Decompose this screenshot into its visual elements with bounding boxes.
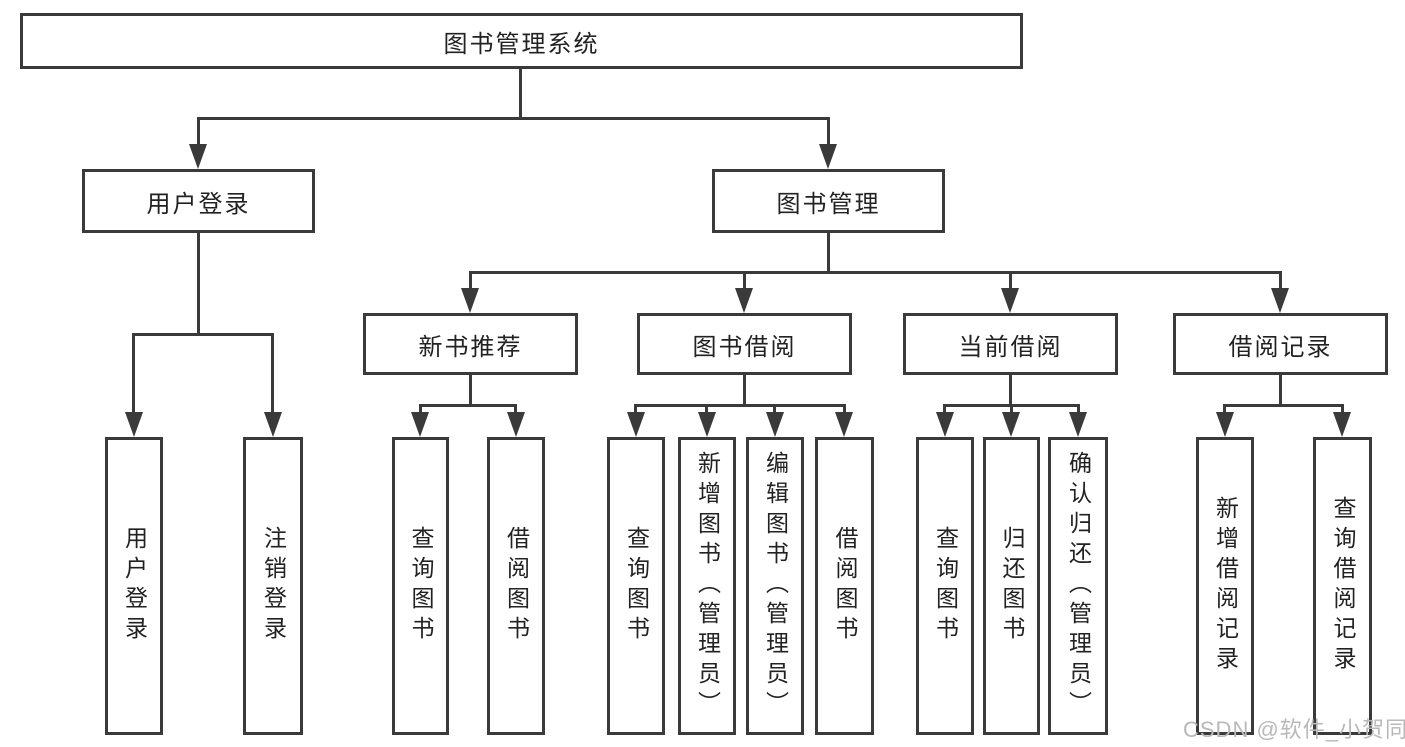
arrowhead-down-icon <box>125 412 143 437</box>
connector-line <box>1279 374 1282 407</box>
arrowhead-down-icon <box>1216 412 1234 437</box>
leaf-query-books-current: 查询图书 <box>916 437 974 735</box>
connector-line <box>773 404 776 414</box>
arrowhead-down-icon <box>461 288 479 313</box>
arrowhead-down-icon <box>936 412 954 437</box>
connector-line <box>419 404 422 414</box>
connector-line <box>1077 404 1080 414</box>
arrowhead-down-icon <box>1002 412 1020 437</box>
arrowhead-down-icon <box>698 412 716 437</box>
connector-line <box>469 271 1282 274</box>
connector-line <box>197 117 200 145</box>
connector-line <box>1341 404 1344 414</box>
node-new-book-recommend: 新书推荐 <box>363 313 578 375</box>
leaf-borrow-books: 借阅图书 <box>815 437 874 735</box>
arrowhead-down-icon <box>507 412 525 437</box>
connector-line <box>1223 404 1226 414</box>
connector-line <box>197 117 830 120</box>
connector-line <box>634 404 637 414</box>
node-book-management: 图书管理 <box>712 169 945 233</box>
connector-line <box>743 374 746 407</box>
arrowhead-down-icon <box>766 412 784 437</box>
node-book-borrow: 图书借阅 <box>637 313 852 375</box>
leaf-borrow-books-recommend: 借阅图书 <box>487 437 545 735</box>
connector-line <box>1223 404 1343 407</box>
node-current-borrow: 当前借阅 <box>903 313 1118 375</box>
connector-line <box>827 232 830 274</box>
connector-line <box>1009 374 1012 407</box>
connector-line <box>1279 271 1282 289</box>
leaf-query-books-borrow: 查询图书 <box>607 437 665 735</box>
connector-line <box>743 271 746 289</box>
node-borrow-records: 借阅记录 <box>1173 313 1388 375</box>
connector-line <box>634 404 845 407</box>
connector-line <box>469 374 472 407</box>
leaf-query-borrow-record: 查询借阅记录 <box>1313 437 1372 735</box>
connector-line <box>843 404 846 414</box>
connector-line <box>827 117 830 145</box>
arrowhead-down-icon <box>411 412 429 437</box>
leaf-return-books: 归还图书 <box>983 437 1040 735</box>
arrowhead-down-icon <box>1271 288 1289 313</box>
connector-line <box>1009 271 1012 289</box>
connector-line <box>519 68 522 119</box>
connector-line <box>197 232 200 336</box>
leaf-confirm-return-admin: 确认归还（管理员） <box>1048 437 1108 735</box>
connector-line <box>943 404 946 414</box>
watermark: CSDN @软件_小贺同学 <box>1183 717 1405 742</box>
arrowhead-down-icon <box>189 144 207 169</box>
arrowhead-down-icon <box>735 288 753 313</box>
leaf-user-login: 用户登录 <box>105 437 163 735</box>
node-library-system: 图书管理系统 <box>20 13 1023 69</box>
arrowhead-down-icon <box>1333 412 1351 437</box>
connector-line <box>271 333 274 413</box>
leaf-add-books-admin: 新增图书（管理员） <box>678 437 736 735</box>
arrowhead-down-icon <box>819 144 837 169</box>
node-user-login: 用户登录 <box>82 169 315 233</box>
arrowhead-down-icon <box>1001 288 1019 313</box>
arrowhead-down-icon <box>627 412 645 437</box>
connector-line <box>419 404 517 407</box>
leaf-add-borrow-record: 新增借阅记录 <box>1196 437 1254 735</box>
connector-line <box>514 404 517 414</box>
connector-line <box>132 333 274 336</box>
arrowhead-down-icon <box>1069 412 1087 437</box>
leaf-edit-books-admin: 编辑图书（管理员） <box>746 437 804 735</box>
connector-line <box>469 271 472 289</box>
connector-line <box>705 404 708 414</box>
arrowhead-down-icon <box>264 412 282 437</box>
connector-line <box>1010 404 1013 414</box>
arrowhead-down-icon <box>835 412 853 437</box>
connector-line <box>132 333 135 413</box>
leaf-query-books-recommend: 查询图书 <box>392 437 449 735</box>
leaf-logout: 注销登录 <box>243 437 303 735</box>
